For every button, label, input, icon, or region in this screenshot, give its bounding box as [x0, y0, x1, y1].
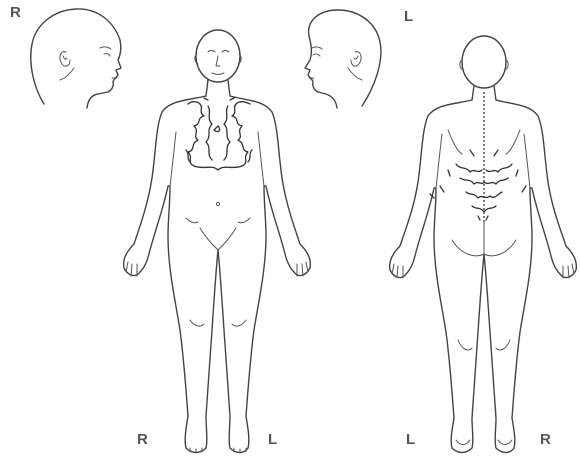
- head-left-profile: [305, 10, 381, 108]
- front-body-outline: [124, 30, 311, 453]
- back-body-outline: [390, 36, 577, 453]
- head-right-profile: [31, 9, 121, 108]
- front-chest-lesions: [186, 98, 252, 170]
- back-lesions: [430, 150, 526, 220]
